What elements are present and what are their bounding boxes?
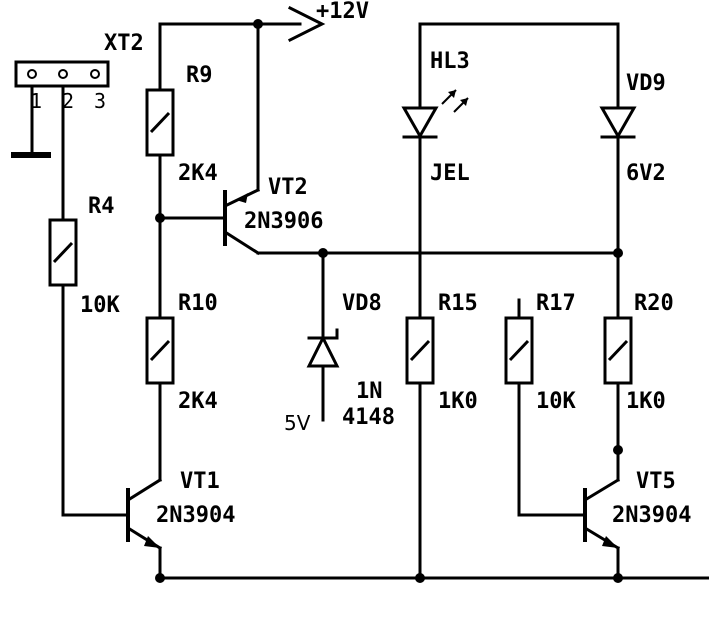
vt1-ref: VT1 [180,469,220,494]
vd8-part-line2: 4148 [342,405,395,430]
five-volt-label: 5V [284,411,311,435]
led-hl3: HL3 JEL [401,49,470,186]
r10-ref: R10 [178,291,218,316]
resistor-r10: R10 2K4 [145,291,218,414]
vt2-ref: VT2 [268,175,308,200]
r4-ref: R4 [88,194,115,219]
vd9-part: 6V2 [626,161,666,186]
transistor-vt5: VT5 2N3904 [582,469,691,551]
r20-ref: R20 [634,291,674,316]
r15-ref: R15 [438,291,478,316]
vt5-ref: VT5 [636,469,676,494]
hl3-part: JEL [430,161,470,186]
connector-body [14,60,110,88]
connector-pin-2 [58,69,68,79]
connector-pin-3-label: 3 [94,89,106,113]
r4-value: 10K [80,293,120,318]
vt1-part: 2N3904 [156,503,235,528]
transistor-vt2: VT2 2N3906 [222,175,323,256]
connector-ref: XT2 [104,31,144,56]
r9-value: 2K4 [178,161,218,186]
r17-value: 10K [536,389,576,414]
connector-pin-1 [27,69,37,79]
vd8-part-line1: 1N [356,379,383,404]
r17-ref: R17 [536,291,576,316]
resistor-r20: R20 1K0 [603,291,674,414]
resistor-r9: R9 2K4 [145,63,218,186]
resistor-r17: R17 10K [504,291,576,414]
r9-ref: R9 [186,63,213,88]
connector-pin-2-label: 2 [62,89,74,113]
vt2-part: 2N3906 [244,209,323,234]
transistor-vt1: VT1 2N3904 [125,469,235,551]
r10-value: 2K4 [178,389,218,414]
resistor-r4: R4 10K [48,194,120,318]
connector-pin-1-label: 1 [30,89,42,113]
supply-label: +12V [316,0,369,24]
vd9-ref: VD9 [626,71,666,96]
vd8-ref: VD8 [342,291,382,316]
vt5-part: 2N3904 [612,503,691,528]
connector-xt2: XT2 1 2 3 [14,31,144,113]
r15-value: 1K0 [438,389,478,414]
connector-pin-3 [90,69,100,79]
zener-vd9: VD9 6V2 [599,71,666,186]
r20-value: 1K0 [626,389,666,414]
junction-dots [155,19,623,583]
diode-vd8: VD8 1N 4148 5V [284,291,395,435]
hl3-ref: HL3 [430,49,470,74]
resistor-r15: R15 1K0 [405,291,478,414]
